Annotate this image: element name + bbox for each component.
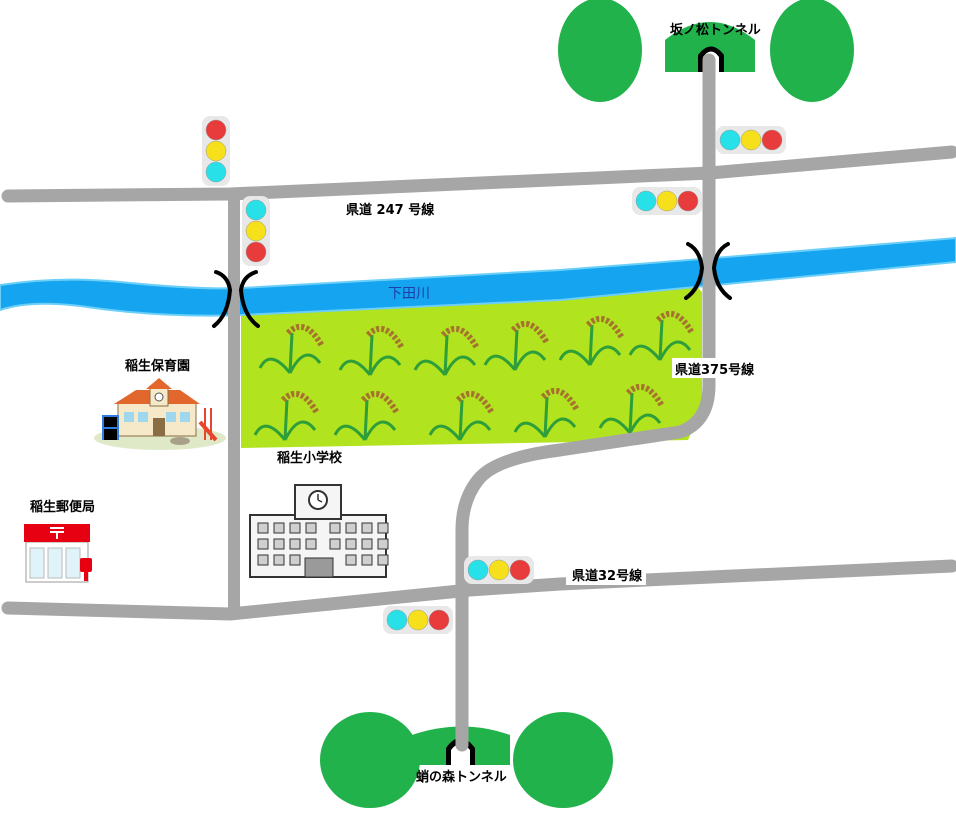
bridge-icon: [711, 242, 732, 300]
tunnel-south: [320, 712, 613, 808]
rice-plant-icon: [558, 315, 625, 366]
rice-plant-icon: [253, 390, 320, 441]
school-windows: [257, 522, 389, 566]
slide-icon: [198, 408, 218, 442]
traffic-light-icon: [383, 606, 453, 634]
bridge-left: [212, 270, 260, 328]
tunnel-south-label: 蛸の森トンネル: [416, 769, 507, 785]
road-375: [455, 53, 716, 752]
post-office-label: 稲生郵便局: [30, 499, 95, 515]
post-office-building: [24, 524, 92, 583]
river-label: 下田川: [388, 286, 430, 302]
rice-plant-icon: [513, 387, 580, 438]
rice-plant-icon: [598, 383, 665, 434]
school-building: [249, 484, 389, 578]
traffic-light-icon: [464, 556, 534, 584]
post-mark-icon: [50, 527, 64, 539]
rice-plant-icon: [258, 323, 325, 374]
rice-plant-icon: [628, 310, 695, 361]
river-shimoda: [0, 236, 956, 317]
road-32-label: 県道32号線: [572, 568, 643, 584]
bridge-icon: [212, 270, 233, 328]
tunnel-north-label: 坂ノ松トンネル: [670, 22, 761, 38]
rice-plant-icon: [483, 320, 550, 371]
road-247-label: 県道 247 号線: [346, 202, 435, 218]
school-label: 稲生小学校: [277, 450, 343, 466]
roads: [1, 53, 956, 752]
rice-field: [241, 285, 702, 448]
postbox-icon: [80, 558, 92, 581]
bridge-icon: [238, 270, 260, 328]
traffic-light-icon: [202, 116, 230, 186]
road-247: [1, 145, 956, 203]
nursery-building: [94, 378, 226, 450]
rice-plant-icon: [428, 390, 495, 441]
jungle-gym-icon: [102, 415, 119, 440]
traffic-light-icon: [716, 126, 786, 154]
bridge-icon: [684, 242, 705, 300]
rice-plant-icon: [338, 325, 405, 376]
forest-hill-north-left: [558, 0, 642, 102]
rice-plants: [253, 310, 695, 441]
forest-hill-north-right: [770, 0, 854, 102]
forest-hill-south-right: [513, 712, 613, 808]
traffic-lights: [202, 116, 786, 634]
road-375-label: 県道375号線: [675, 362, 755, 378]
rice-plant-icon: [413, 325, 480, 376]
rice-plant-icon: [333, 390, 400, 441]
school-door: [304, 557, 334, 578]
nursery-label: 稲生保育園: [125, 358, 190, 374]
bridge-right: [684, 242, 732, 300]
traffic-light-icon: [242, 196, 270, 266]
clock-icon: [154, 392, 164, 402]
forest-hill-south-left: [320, 712, 420, 808]
sandbox-icon: [170, 437, 190, 445]
traffic-light-icon: [632, 187, 702, 215]
